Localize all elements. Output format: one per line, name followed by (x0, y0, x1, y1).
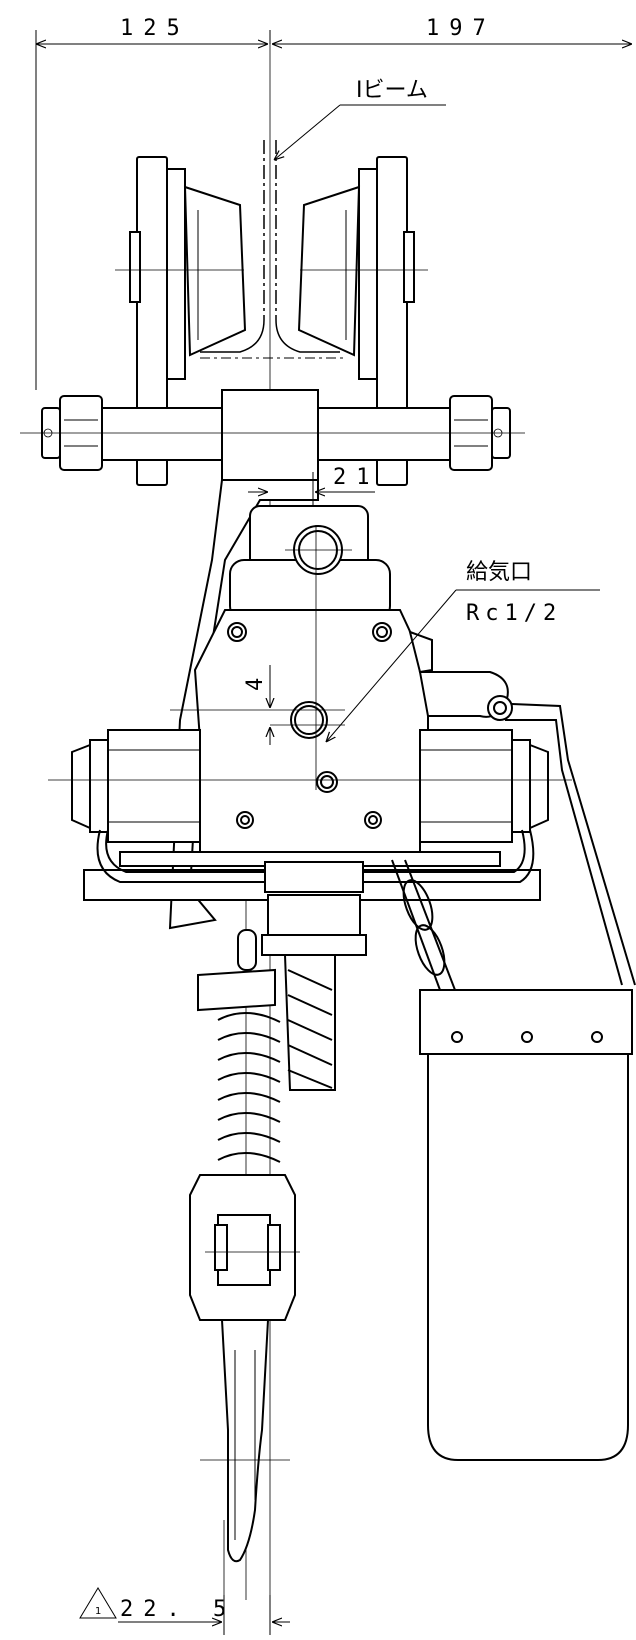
beam-label: Iビーム (356, 78, 428, 103)
air-inlet-label: 給気口 (466, 560, 532, 585)
motor-centerlines (48, 525, 572, 790)
dimension-125: 125 (120, 16, 190, 41)
motor-body (71, 505, 636, 986)
dimension-197: 197 (426, 16, 496, 41)
beam-leader (274, 104, 446, 160)
dimension-22-5: 22. 5 (120, 1597, 236, 1622)
dimension-4: 4 (243, 668, 268, 691)
hook-centerlines (200, 1251, 300, 1461)
dimension-21: 21 (333, 465, 380, 490)
trolley (41, 140, 511, 486)
spring-and-hose (189, 929, 336, 1563)
air-inlet-leader (326, 589, 600, 742)
trolley-centerlines (20, 269, 525, 438)
revision-triangle: 1 (79, 1587, 117, 1619)
dimension-21-lines (248, 472, 375, 510)
air-inlet-thread-label: Rc1/2 (466, 601, 562, 626)
chain-links (391, 859, 456, 991)
chain-container (419, 989, 633, 1461)
top-dimension-lines (35, 30, 632, 390)
revision-number: 1 (95, 1606, 101, 1617)
bottom-dimension-lines (118, 1595, 290, 1635)
